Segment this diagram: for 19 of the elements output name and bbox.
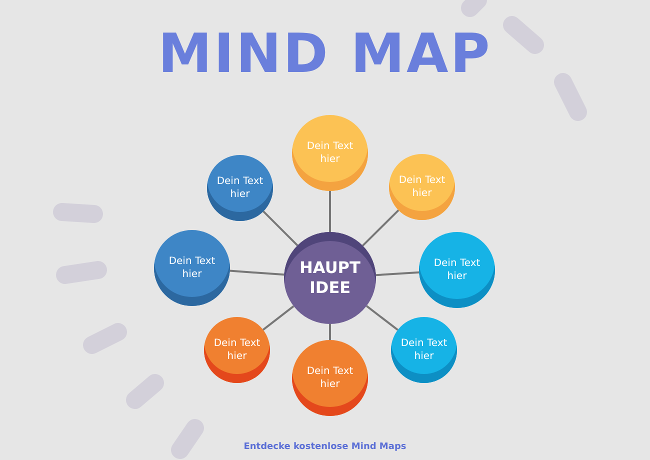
node-text: Dein Text hier <box>306 365 354 391</box>
node-text: Dein Text hier <box>432 257 482 283</box>
node-text: Dein Text hier <box>168 255 216 281</box>
title: MIND MAP <box>157 22 493 85</box>
connector-line <box>329 191 331 232</box>
node-text: HAUPT IDEE <box>298 258 362 298</box>
footer-note: Entdecke kostenlose Mind Maps <box>242 442 408 452</box>
connector-line <box>230 270 284 276</box>
connector-line <box>262 305 294 331</box>
connector-line <box>262 210 298 246</box>
node-text: Dein Text hier <box>400 337 448 363</box>
connector-line <box>376 271 420 276</box>
connector-line <box>329 324 331 340</box>
node-text: Dein Text hier <box>216 175 264 201</box>
node-text: Dein Text hier <box>212 337 262 363</box>
node-text: Dein Text hier <box>398 174 446 200</box>
node-text: Dein Text hier <box>306 140 354 166</box>
connector-line <box>366 305 398 331</box>
connector-line <box>362 210 400 246</box>
